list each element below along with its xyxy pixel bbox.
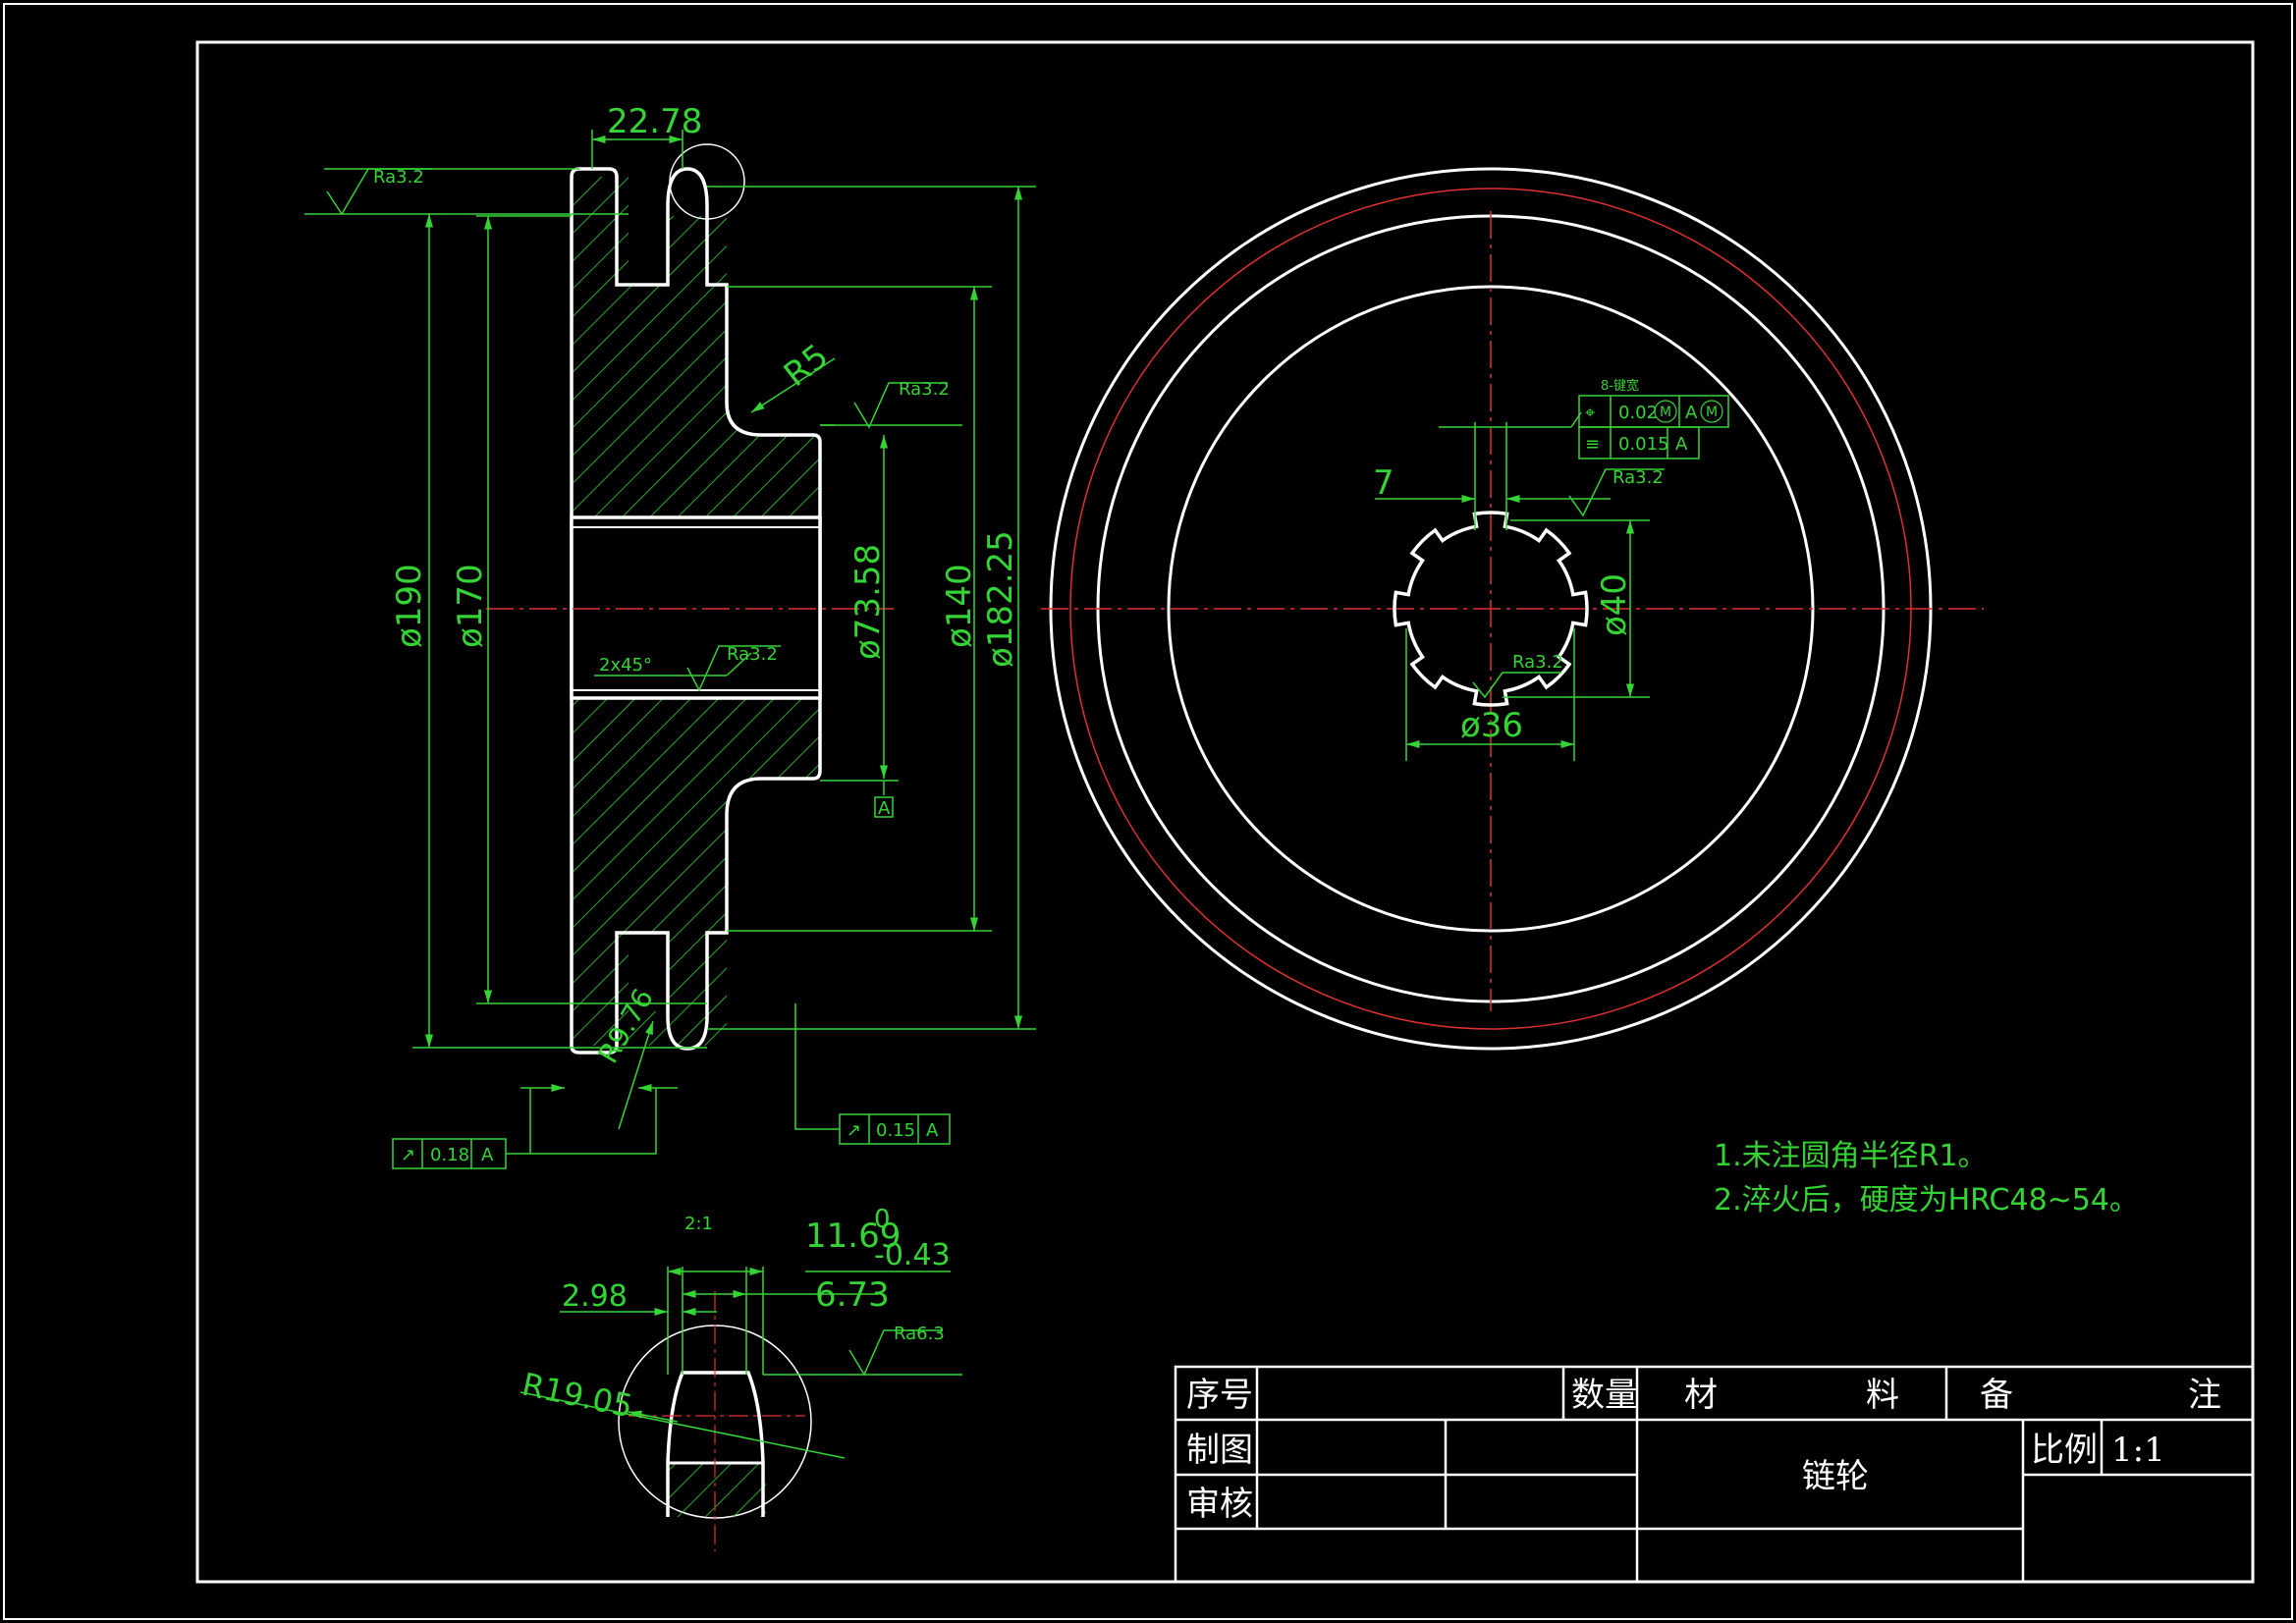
tb-material-2: 料	[1866, 1376, 1899, 1415]
dim-d170: ø170	[451, 564, 490, 648]
technical-notes: 1.未注圆角半径R1。 2.淬火后，硬度为HRC48~54。	[1714, 1139, 2139, 1217]
detail-hatch	[668, 1463, 766, 1517]
detail-view: 2:1 11.69 0 -0.43 2.98 6.73 R19.05	[519, 1205, 962, 1551]
svg-text:Ra3.2: Ra3.2	[899, 379, 950, 400]
runout-tolerance-1: ↗ 0.18 A	[392, 1088, 657, 1169]
dim-chamfer: 2x45°	[599, 655, 652, 676]
dim-left: 2.98	[562, 1279, 628, 1314]
roughness-bore: Ra3.2	[686, 644, 781, 692]
tb-scale-label: 比例	[2031, 1431, 2098, 1470]
dim-d40: ø40	[1595, 573, 1634, 636]
svg-text:Ra3.2: Ra3.2	[1512, 652, 1563, 673]
svg-text:Ra6.3: Ra6.3	[894, 1324, 945, 1344]
front-view: 7 ø40 ø36 Ra3.2 Ra3.2 8-键宽 ⌖ 0.02 M A M	[1041, 167, 1984, 1051]
svg-text:↗: ↗	[401, 1145, 415, 1165]
dim-key-width: 7	[1373, 463, 1394, 503]
roughness-top: Ra3.2	[326, 167, 432, 216]
tb-remark-2: 注	[2188, 1376, 2221, 1415]
dim-upper-tol-hi: 0	[874, 1205, 891, 1234]
dim-mid: 6.73	[815, 1275, 890, 1315]
dim-d36: ø36	[1460, 706, 1523, 745]
tip-detail-circle	[669, 143, 745, 220]
dim-width: 22.78	[607, 102, 702, 141]
svg-text:8-键宽: 8-键宽	[1601, 378, 1639, 394]
svg-text:M: M	[1660, 405, 1671, 420]
svg-text:A: A	[878, 798, 891, 819]
tb-part-name: 链轮	[1802, 1457, 1869, 1496]
runout-tolerance-2: ↗ 0.15 A	[794, 1003, 951, 1145]
tb-scale-value: 1:1	[2111, 1431, 2165, 1470]
tb-seq-no: 序号	[1186, 1376, 1253, 1415]
svg-text:A: A	[1675, 434, 1688, 455]
svg-text:Ra3.2: Ra3.2	[373, 167, 424, 188]
svg-text:0.15: 0.15	[876, 1120, 915, 1141]
inner-frame	[195, 40, 2255, 1584]
tb-quantity: 数量	[1571, 1376, 1638, 1415]
roughness-hub: Ra3.2	[853, 379, 950, 429]
dim-d190: ø190	[390, 564, 429, 648]
note-2: 2.淬火后，硬度为HRC48~54。	[1714, 1183, 2139, 1217]
dim-r5: R5	[777, 337, 836, 395]
section-hatch-upper	[572, 177, 820, 523]
title-block	[1174, 1365, 2255, 1584]
dim-upper: 11.69	[805, 1217, 901, 1256]
svg-text:↗: ↗	[847, 1120, 861, 1141]
detail-scale: 2:1	[684, 1214, 713, 1234]
svg-text:M: M	[1706, 405, 1718, 420]
roughness-spline-top: Ra3.2	[1568, 467, 1665, 517]
svg-text:A: A	[926, 1120, 939, 1141]
svg-text:0.02: 0.02	[1618, 403, 1658, 423]
bore	[570, 515, 822, 700]
side-section-view: 22.78 ø190 ø170 ø73.58 ø140 ø182.25 R5 2…	[304, 102, 1036, 1169]
section-hatch-lower	[572, 697, 820, 1046]
tb-material-1: 材	[1684, 1376, 1718, 1415]
roughness-spline-bottom: Ra3.2	[1472, 652, 1563, 699]
dim-d7358: ø73.58	[848, 544, 888, 660]
tb-remark-1: 备	[1980, 1376, 2013, 1415]
dim-upper-tol-lo: -0.43	[874, 1238, 951, 1272]
datum-a: A	[874, 781, 894, 819]
tb-checked-by: 审核	[1186, 1485, 1253, 1524]
spline-bore	[1393, 511, 1589, 707]
svg-text:0.015: 0.015	[1618, 434, 1669, 455]
note-1: 1.未注圆角半径R1。	[1714, 1139, 1988, 1173]
dim-radius: R19.05	[519, 1366, 635, 1426]
svg-text:≡: ≡	[1585, 434, 1600, 455]
spline-tolerance-frame: 8-键宽 ⌖ 0.02 M A M ≡ 0.015 A	[1578, 378, 1729, 460]
dim-d18225: ø182.25	[981, 530, 1020, 668]
dim-d140: ø140	[940, 564, 979, 648]
tb-drawn-by: 制图	[1186, 1431, 1253, 1470]
roughness-detail: Ra6.3	[848, 1324, 945, 1377]
svg-text:0.18: 0.18	[430, 1145, 469, 1165]
svg-text:Ra3.2: Ra3.2	[1613, 467, 1664, 488]
title-block-text: 序号 数量 材 料 备 注 制图 审核 链轮 比例 1:1	[1186, 1376, 2221, 1524]
svg-text:Ra3.2: Ra3.2	[727, 644, 778, 665]
svg-text:⌖: ⌖	[1585, 403, 1595, 423]
svg-text:A: A	[1685, 403, 1698, 423]
outer-frame	[3, 3, 2293, 1620]
svg-text:A: A	[481, 1145, 494, 1165]
